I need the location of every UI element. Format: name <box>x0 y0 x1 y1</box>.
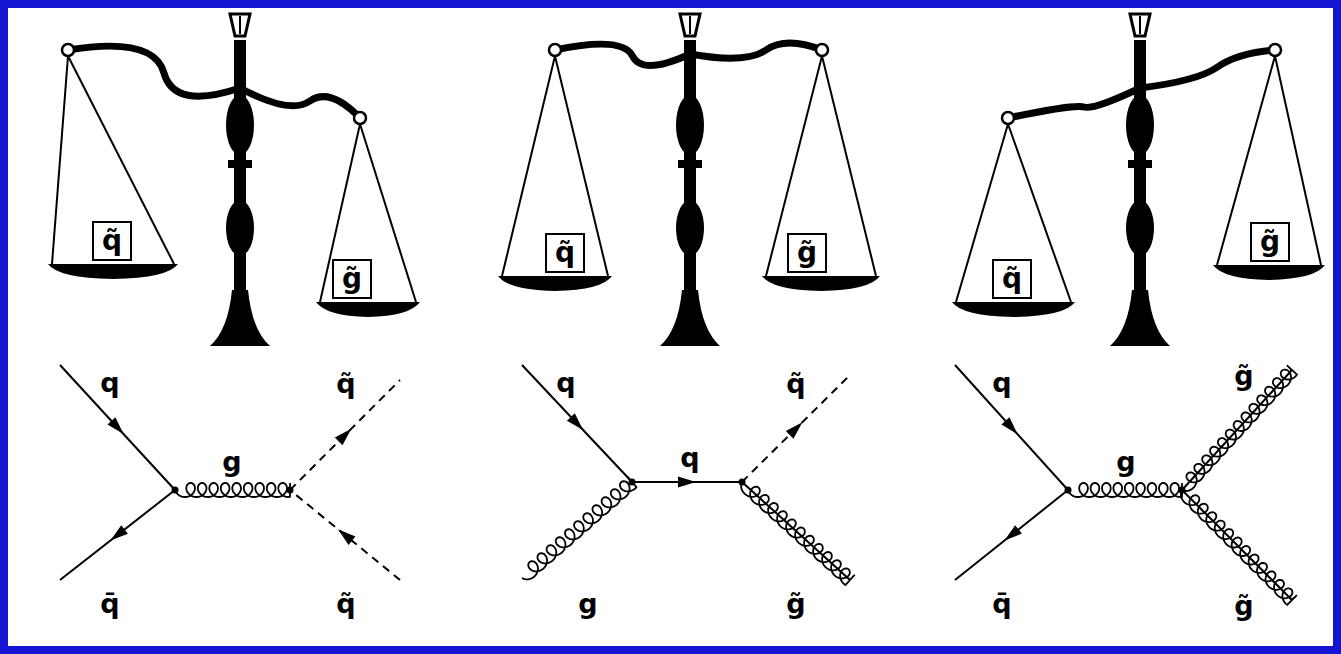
scale-pan <box>762 276 880 291</box>
scale-hook <box>354 112 366 124</box>
particle-symbol: g̃ <box>1252 226 1288 258</box>
scale-knob <box>226 95 254 155</box>
quark-line <box>522 365 632 482</box>
particle-label: g <box>222 447 241 477</box>
quark-line <box>60 490 175 580</box>
scale-pan <box>1213 265 1325 280</box>
quark-line <box>955 490 1068 580</box>
scale-base <box>210 290 270 346</box>
particle-label: q̃ <box>336 369 355 399</box>
scale-hook <box>62 44 74 56</box>
scale-hook <box>816 44 828 56</box>
scale-finial <box>680 14 700 36</box>
scale-base <box>660 290 720 346</box>
particle-symbol: q̃ <box>994 263 1030 295</box>
particle-label: g <box>1116 447 1135 477</box>
particle-symbol: g̃ <box>334 263 370 295</box>
arrowhead <box>107 417 123 434</box>
scale-pan <box>952 302 1075 317</box>
particle-label: g <box>578 589 597 619</box>
vertex <box>1065 487 1072 494</box>
weight-box: g̃ <box>1250 222 1290 262</box>
vertex <box>739 479 746 486</box>
arrowhead <box>335 429 352 446</box>
scale-beam <box>555 43 822 66</box>
scale-needle <box>1139 16 1141 34</box>
scale-pan <box>316 302 420 317</box>
particle-label: q̃ <box>336 589 355 619</box>
gluon-line <box>175 483 290 497</box>
gluino-line <box>742 482 850 580</box>
weight-box: g̃ <box>787 233 827 273</box>
particle-symbol: q̃ <box>94 225 130 257</box>
arrowhead <box>678 477 696 488</box>
scale-needle <box>689 16 691 34</box>
particle-label: q̄ <box>992 589 1011 619</box>
scale-finial <box>1130 14 1150 36</box>
particle-symbol: q̃ <box>547 237 583 269</box>
scale-ring <box>228 160 252 168</box>
particle-label: g̃ <box>786 589 805 619</box>
quark-line <box>955 365 1068 490</box>
arrowhead <box>786 422 803 439</box>
arrowhead <box>338 529 355 545</box>
weight-box: q̃ <box>92 221 132 261</box>
weight-box: q̃ <box>545 233 585 273</box>
particle-label: q <box>100 368 119 398</box>
scale-needle <box>239 16 241 34</box>
vertex <box>629 479 636 486</box>
particle-label: q <box>680 443 699 473</box>
squark-line <box>290 490 400 580</box>
quark-line <box>60 365 175 490</box>
scale-beam <box>68 46 360 118</box>
scale-beam <box>1008 50 1275 118</box>
particle-label: g̃ <box>1234 361 1253 391</box>
scale-hook <box>1002 112 1014 124</box>
weight-box: q̃ <box>992 259 1032 299</box>
scale-hook <box>1269 44 1281 56</box>
scale-hook <box>549 44 561 56</box>
arrowhead <box>1004 525 1021 540</box>
gluon-line <box>522 477 636 580</box>
scale-knob <box>1126 200 1154 256</box>
pan-string <box>52 56 68 264</box>
scale-knob <box>1126 95 1154 155</box>
vertex <box>287 487 294 494</box>
gluino-line <box>1182 490 1292 600</box>
scale-knob <box>226 200 254 256</box>
scale-ring <box>1128 160 1152 168</box>
weight-box: g̃ <box>332 259 372 299</box>
particle-label: q <box>992 368 1011 398</box>
scale-knob <box>676 95 704 155</box>
particle-label: g̃ <box>1234 591 1253 621</box>
gluon-line <box>1068 483 1182 497</box>
particle-label: q̃ <box>786 369 805 399</box>
arrowhead <box>1001 417 1017 434</box>
gluino-line <box>1181 490 1297 605</box>
scale-base <box>1110 290 1170 346</box>
scale-finial <box>230 14 250 36</box>
particle-label: q <box>556 368 575 398</box>
arrowhead <box>567 413 583 430</box>
scale-pan <box>498 276 612 291</box>
vertex <box>1179 487 1186 494</box>
arrowhead <box>110 525 128 540</box>
particle-symbol: g̃ <box>789 237 825 269</box>
scale-knob <box>676 200 704 256</box>
gluino-line <box>741 482 855 585</box>
pan-string <box>68 56 174 264</box>
scale-pan <box>48 264 178 279</box>
vertex <box>172 487 179 494</box>
scale-ring <box>678 160 702 168</box>
pan-string <box>822 56 876 276</box>
particle-label: q̄ <box>100 589 119 619</box>
